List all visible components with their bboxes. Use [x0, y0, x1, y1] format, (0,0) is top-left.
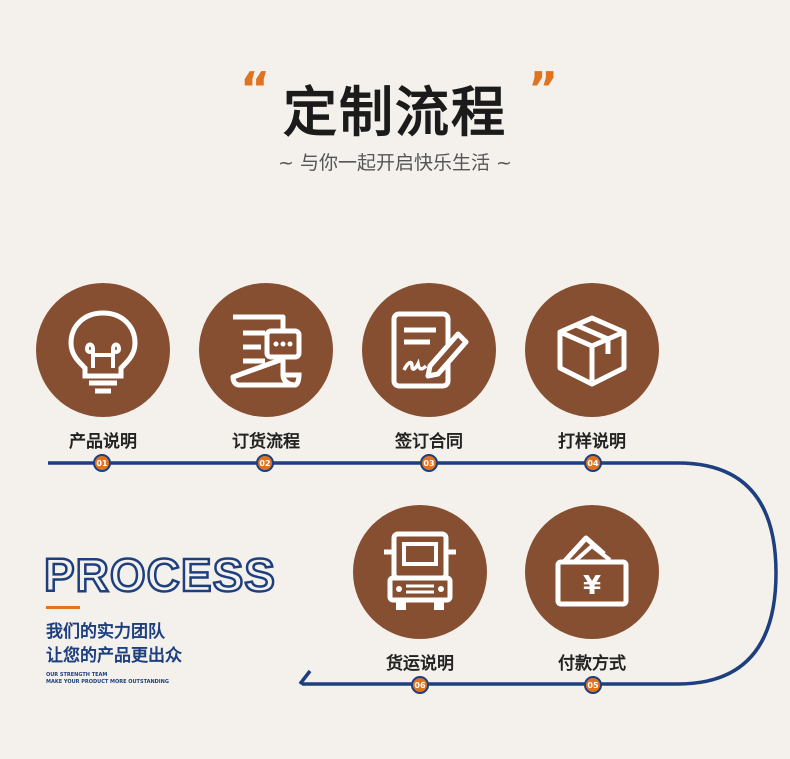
step-number-badge: 03 — [420, 454, 438, 472]
box-icon — [557, 315, 627, 387]
team-slogan: 我们的实力团队 让您的产品更出众 — [46, 620, 182, 668]
contract-sign-icon — [391, 311, 469, 389]
step-circle — [36, 283, 170, 417]
step-label: 打样说明 — [558, 432, 626, 452]
step-circle — [199, 283, 333, 417]
step-product-info[interactable]: 产品说明 — [33, 283, 173, 452]
quote-open-mark: “ — [240, 62, 271, 116]
step-circle — [362, 283, 496, 417]
step-sign-contract[interactable]: 签订合同 — [359, 283, 499, 452]
step-payment[interactable]: ¥ 付款方式 — [522, 505, 662, 674]
accent-divider — [46, 606, 80, 609]
step-circle — [353, 505, 487, 639]
process-heading: PROCESS — [43, 548, 276, 603]
team-slogan-line1: 我们的实力团队 — [46, 622, 165, 642]
step-number-badge: 04 — [584, 454, 602, 472]
step-label: 货运说明 — [386, 654, 454, 674]
step-label: 签订合同 — [395, 432, 463, 452]
step-shipping[interactable]: 货运说明 — [350, 505, 490, 674]
step-sample[interactable]: 打样说明 — [522, 283, 662, 452]
step-number-badge: 01 — [93, 454, 111, 472]
wallet-icon: ¥ — [555, 535, 629, 607]
step-number-badge: 02 — [256, 454, 274, 472]
step-label: 付款方式 — [558, 654, 626, 674]
step-order-process[interactable]: 订货流程 — [196, 283, 336, 452]
step-label: 产品说明 — [69, 432, 137, 452]
svg-text:¥: ¥ — [583, 571, 601, 601]
quote-close-mark: ” — [528, 62, 559, 116]
step-number-badge: 05 — [584, 676, 602, 694]
english-slogan-line2: MAKE YOUR PRODUCT MORE OUTSTANDING — [46, 679, 169, 685]
step-circle — [525, 283, 659, 417]
english-slogan: OUR STRENGTH TEAM MAKE YOUR PRODUCT MORE… — [46, 672, 169, 686]
page-title: 定制流程 — [283, 81, 507, 144]
page-subtitle: ~ 与你一起开启快乐生活 ~ — [278, 152, 512, 174]
step-label: 订货流程 — [232, 432, 300, 452]
lightbulb-icon — [68, 310, 138, 394]
english-slogan-line1: OUR STRENGTH TEAM — [46, 672, 108, 678]
order-form-icon — [230, 314, 302, 388]
step-circle: ¥ — [525, 505, 659, 639]
step-number-badge: 06 — [411, 676, 429, 694]
team-slogan-line2: 让您的产品更出众 — [46, 646, 182, 666]
truck-icon — [384, 531, 456, 610]
